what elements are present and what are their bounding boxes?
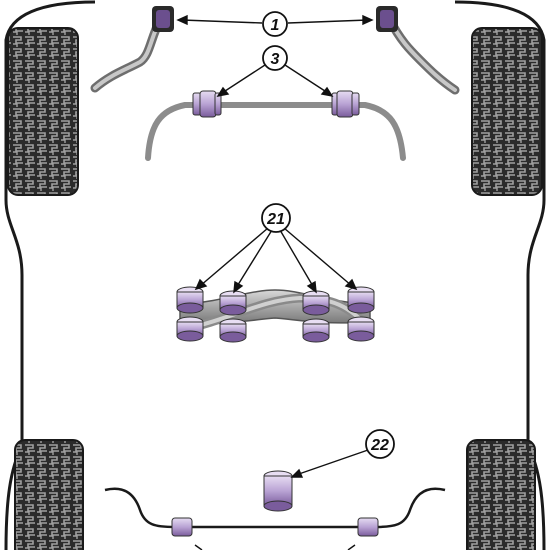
front-left-arm-highlight <box>93 18 162 90</box>
anti-roll-bar-icon <box>145 102 406 161</box>
callout-1: 1 <box>262 11 288 37</box>
callout-22: 22 <box>365 429 395 459</box>
car-body-outline <box>4 0 546 550</box>
bushing-icon <box>176 286 204 342</box>
front-left-arm <box>90 15 165 93</box>
bushing-icon <box>347 286 375 342</box>
bushing-icon <box>331 90 360 118</box>
tyre-icon <box>471 27 543 196</box>
bushing-icon <box>263 470 293 512</box>
subframe-icon <box>179 289 374 335</box>
callout-3: 3 <box>262 45 288 71</box>
bushing-icon <box>219 290 247 343</box>
callout-21-label: 21 <box>266 211 285 228</box>
tyre-icon <box>466 439 536 550</box>
rear-anti-roll-bar <box>104 487 446 529</box>
bushing-icon <box>357 517 379 537</box>
tyre-icon <box>14 439 84 550</box>
leader-lines <box>176 14 374 550</box>
bushing-icon <box>171 517 193 537</box>
tyre-icon <box>7 27 79 196</box>
front-right-arm-highlight <box>388 18 457 92</box>
bushing-icon <box>152 6 174 32</box>
bushing-icon <box>376 6 398 32</box>
callout-22-label: 22 <box>370 437 389 454</box>
front-right-arm <box>385 15 460 95</box>
callout-1-label: 1 <box>271 17 280 34</box>
bushing-icon <box>192 90 222 118</box>
bushing-icon <box>302 290 330 343</box>
callout-3-label: 3 <box>271 51 280 68</box>
callout-21: 21 <box>261 203 291 233</box>
